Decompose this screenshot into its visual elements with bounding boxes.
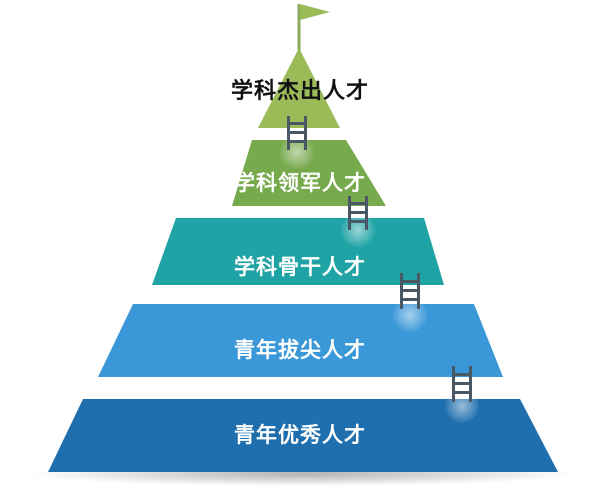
tier-2-label: 学科领军人才 [234,171,366,195]
ladder-icon-4 [445,366,479,423]
tier-4-label: 青年拔尖人才 [234,338,366,362]
tier-1-shape [258,48,340,128]
ladder-icon-2 [341,196,375,247]
tier-2-shape [232,140,386,206]
ladder-icon-1 [280,116,314,169]
tier-3-label: 学科骨干人才 [234,255,366,279]
ladder-icon-3 [393,273,427,332]
tier-5-shape [48,399,558,472]
tier-5-label: 青年优秀人才 [234,423,366,447]
tier-1-label: 学科杰出人才 [230,79,369,104]
flag-icon [300,4,330,20]
